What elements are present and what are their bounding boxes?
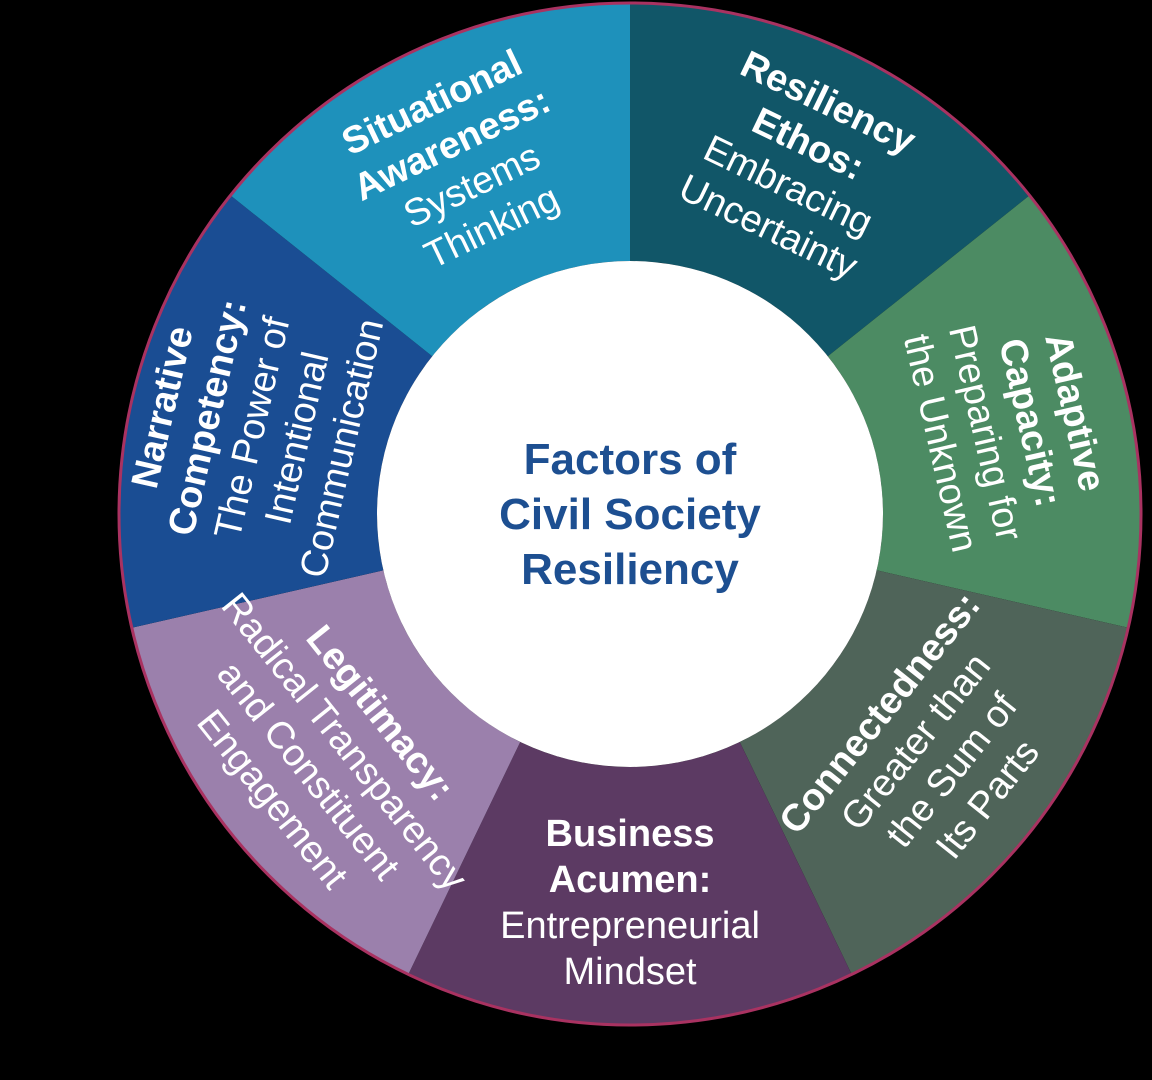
segment-connectedness [739,570,1129,975]
segment-narrative-competency [118,195,433,628]
segment-adaptive-capacity [827,195,1142,628]
segment-resiliency-ethos [630,3,1030,357]
segment-situational-awareness [230,3,631,357]
wheel-center-circle [377,261,883,767]
segment-legitimacy [131,570,521,975]
outer-ring-outline [117,1,1143,1027]
segment-business-acumen [408,741,852,1026]
